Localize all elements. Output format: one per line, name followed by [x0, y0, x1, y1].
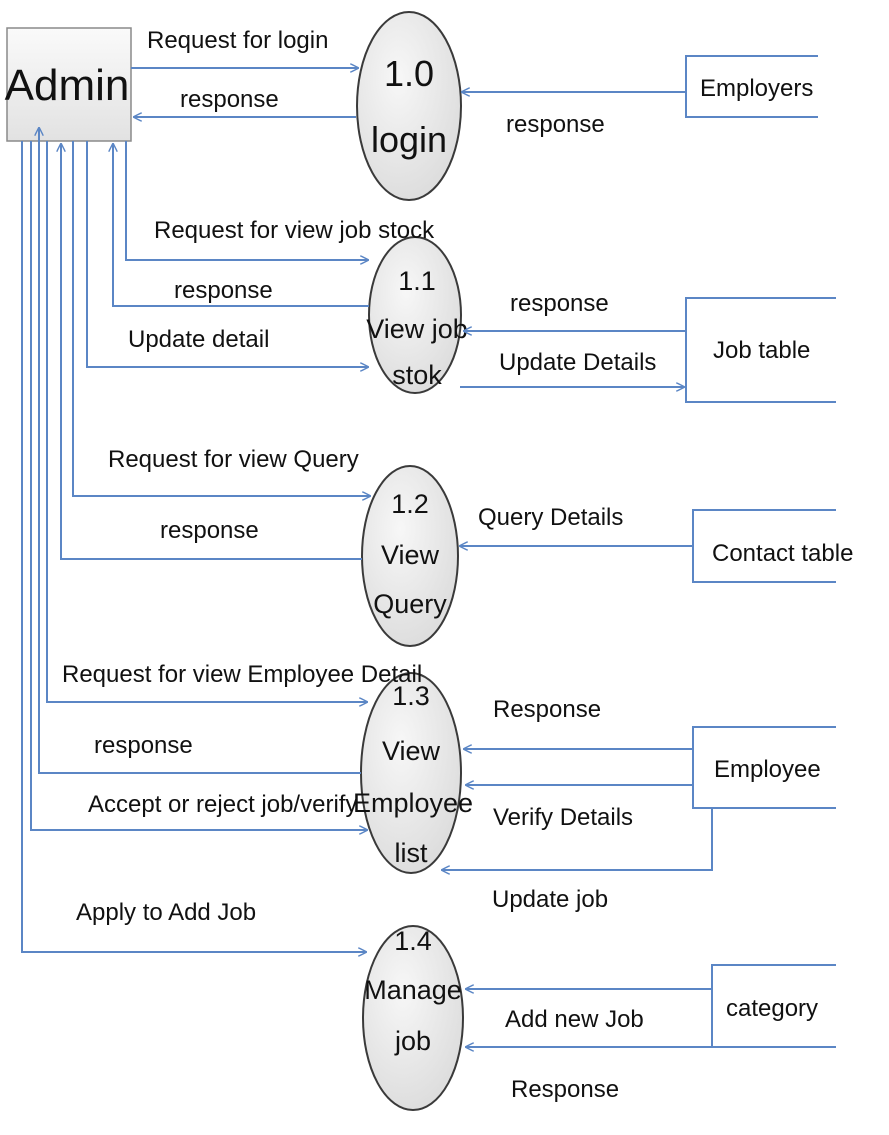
process-1-3-name-line2: Employee	[353, 788, 473, 818]
store-job-table-shape	[685, 297, 836, 403]
store-category: category	[711, 964, 836, 1048]
flow-response-job-table-label: response	[510, 290, 609, 317]
flow-request-view-job-stock-label: Request for view job stock	[154, 217, 435, 244]
process-1-3-number: 1.3	[392, 681, 430, 711]
store-employee-shape	[692, 726, 836, 809]
flow-update-job-line	[442, 808, 713, 870]
process-1-2: 1.2 View Query	[361, 465, 459, 647]
admin-entity-label: Admin	[5, 61, 130, 110]
flow-verify-details-label: Verify Details	[493, 804, 633, 831]
flow-response-job-stock-label: response	[174, 277, 273, 304]
process-1-0: 1.0 login	[356, 11, 462, 201]
flow-apply-add-job-label: Apply to Add Job	[76, 899, 256, 926]
flow-add-new-job-label: Add new Job	[505, 1006, 644, 1033]
process-1-4: 1.4 Manage job	[362, 925, 464, 1111]
flow-request-view-employee-label: Request for view Employee Detail	[62, 661, 422, 688]
flow-update-job-label: Update job	[492, 886, 608, 913]
process-1-0-number: 1.0	[384, 53, 434, 94]
store-job-table: Job table	[685, 297, 836, 403]
process-1-3-name-line3: list	[395, 838, 428, 868]
flow-update-detail-line	[86, 141, 368, 367]
flow-response-login-label: response	[180, 86, 279, 113]
store-category-label: category	[726, 995, 818, 1022]
flow-response-employee-label: response	[94, 732, 193, 759]
flow-accept-reject-label: Accept or reject job/verify	[88, 791, 357, 818]
flow-accept-reject-line	[30, 141, 367, 830]
store-contact-table-label: Contact table	[712, 540, 853, 567]
flow-response-employee-store-label: Response	[493, 696, 601, 723]
process-1-3-name-line1: View	[382, 736, 441, 766]
flow-update-detail-label: Update detail	[128, 326, 269, 353]
process-1-4-circle	[362, 925, 464, 1111]
store-job-table-label: Job table	[713, 337, 810, 364]
process-1-0-circle	[356, 11, 462, 201]
store-contact-table: Contact table	[692, 509, 853, 583]
process-1-1-circle	[368, 236, 462, 394]
process-1-2-number: 1.2	[391, 489, 429, 519]
flow-request-view-query-line	[72, 141, 370, 496]
process-1-0-name: login	[371, 119, 447, 160]
process-1-1-number: 1.1	[398, 266, 436, 296]
process-1-1-name-line2: stok	[392, 360, 442, 390]
flow-response-employers-label: response	[506, 111, 605, 138]
process-1-4-name-line2: job	[394, 1026, 431, 1056]
process-1-2-name-line1: View	[381, 540, 440, 570]
store-employers-shape	[685, 55, 818, 118]
store-employers-label: Employers	[700, 75, 813, 102]
flow-request-login-label: Request for login	[147, 27, 328, 54]
flow-request-view-employee-line	[46, 141, 367, 702]
process-1-2-circle	[361, 465, 459, 647]
flow-request-view-query-label: Request for view Query	[108, 446, 359, 473]
flow-request-view-job-stock-line	[125, 141, 368, 260]
process-1-2-name-line2: Query	[373, 589, 447, 619]
flow-response-category-label: Response	[511, 1076, 619, 1103]
admin-entity: Admin	[5, 27, 132, 142]
flow-response-query-line	[61, 144, 362, 560]
flow-response-employee-line	[39, 128, 361, 774]
process-1-3: 1.3 View Employee list	[353, 672, 473, 874]
store-employers: Employers	[685, 55, 818, 118]
flow-apply-add-job-line	[21, 141, 366, 952]
flow-response-query-label: response	[160, 517, 259, 544]
process-1-4-name-line1: Manage	[364, 975, 462, 1005]
flow-response-job-stock-line	[113, 144, 369, 307]
store-employee: Employee	[692, 726, 836, 809]
process-1-4-number: 1.4	[394, 926, 432, 956]
process-1-1-name-line1: View job	[366, 314, 468, 344]
flow-update-details-job-table-label: Update Details	[499, 349, 656, 376]
admin-entity-box	[6, 27, 132, 142]
flow-query-details-label: Query Details	[478, 504, 623, 531]
store-employee-label: Employee	[714, 756, 821, 783]
process-1-1: 1.1 View job stok	[366, 236, 468, 394]
